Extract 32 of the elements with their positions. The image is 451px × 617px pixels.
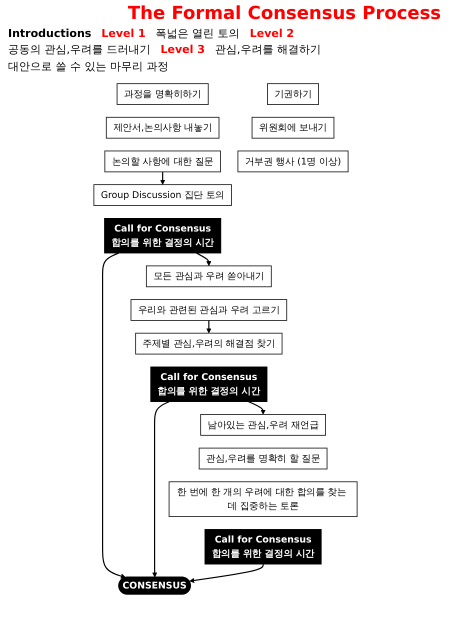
- note-text: 공동의 관심,우려를 드러내기: [8, 42, 150, 58]
- node-box: 우리와 관련된 관심과 우려 고르기: [130, 299, 288, 322]
- node-box: Group Discussion 집단 토의: [93, 184, 232, 206]
- arrow: [248, 401, 266, 415]
- note-text: 폭넓은 열린 토의: [156, 26, 240, 42]
- node-box: 모든 관심과 우려 쏟아내기: [146, 266, 272, 288]
- note-text: 관심,우려를 해결하기: [214, 42, 321, 58]
- level-heading: Level 3: [160, 42, 205, 58]
- arrow: [206, 320, 212, 334]
- node-box: 제안서,논의사항 내놓기: [106, 117, 220, 139]
- node-box: 기권하기: [267, 84, 319, 106]
- node-box: 위원회에 보내기: [252, 117, 334, 139]
- node-box: 남아있는 관심,우려 재언급: [200, 414, 326, 436]
- arrow: [152, 401, 170, 578]
- arrow: [196, 252, 212, 266]
- section-heading: Introductions: [8, 26, 92, 42]
- arrow: [160, 172, 166, 186]
- node-box: 거부권 행사 (1명 이상): [237, 150, 349, 173]
- level-heading: Level 1: [101, 26, 146, 42]
- arrow: [102, 252, 126, 579]
- level-heading: Level 2: [250, 26, 294, 42]
- node-box: 주제별 관심,우려의 해결점 찾기: [135, 333, 282, 355]
- node-box: 한 번에 한 개의 우려에 대한 합의를 찾는 데 집중하는 토론: [168, 482, 358, 518]
- node-box: Call for Consensus 합의를 위한 결정의 시간: [204, 529, 322, 565]
- node-box: 관심,우려를 명확히 할 질문: [198, 448, 328, 470]
- arrow: [189, 564, 264, 584]
- node-box: 논의할 사항에 대한 질문: [104, 150, 221, 173]
- node-box: 과정을 명확히하기: [116, 84, 209, 106]
- note-text: 대안으로 쓸 수 있는 마무리 과정: [8, 58, 168, 75]
- diagram-title: The Formal Consensus Process: [126, 4, 441, 24]
- node-box: Call for Consensus 합의를 위한 결정의 시간: [104, 218, 222, 254]
- node-box: Call for Consensus 합의를 위한 결정의 시간: [150, 366, 268, 402]
